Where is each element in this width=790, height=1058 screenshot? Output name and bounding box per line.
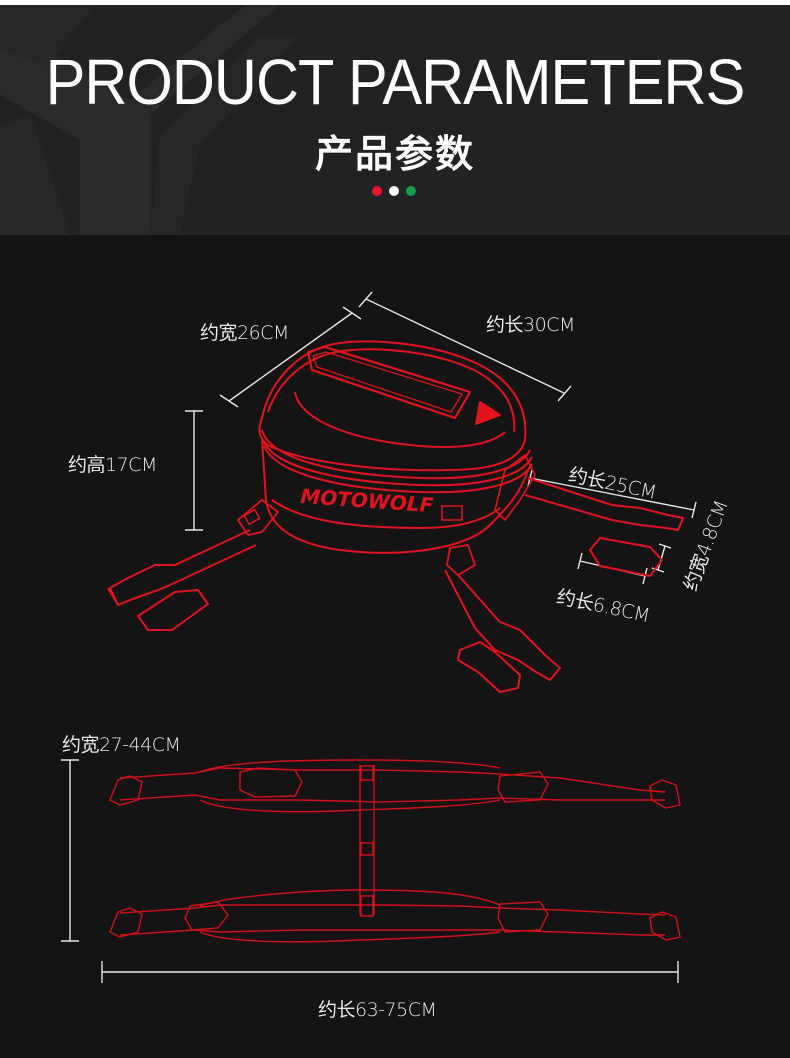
red-dot [372, 186, 382, 196]
header-banner: PRODUCT PARAMETERS 产品参数 [0, 5, 790, 235]
dots-indicator [372, 186, 416, 196]
parameters-section: MOTOWOLF [0, 235, 790, 1058]
dimension-lines [61, 291, 697, 983]
top-strip [0, 0, 790, 5]
brand-watermark-icon [0, 5, 300, 235]
title-english: PRODUCT PARAMETERS [45, 46, 746, 118]
white-dot [389, 186, 399, 196]
tank-bag-drawing [107, 340, 684, 693]
product-drawings: MOTOWOLF [61, 291, 697, 983]
dim-length-30: 约长30CM [486, 314, 575, 336]
dim-harness-length: 约长63-75CM [318, 999, 437, 1021]
motowolf-logo: MOTOWOLF [300, 484, 435, 517]
dim-height-17: 约高17CM [68, 454, 157, 476]
title-chinese: 产品参数 [314, 132, 475, 176]
dim-width-26: 约宽26CM [200, 322, 289, 344]
dim-harness-width: 约宽27-44CM [62, 734, 181, 756]
green-dot [406, 186, 416, 196]
harness-drawing [109, 759, 681, 943]
